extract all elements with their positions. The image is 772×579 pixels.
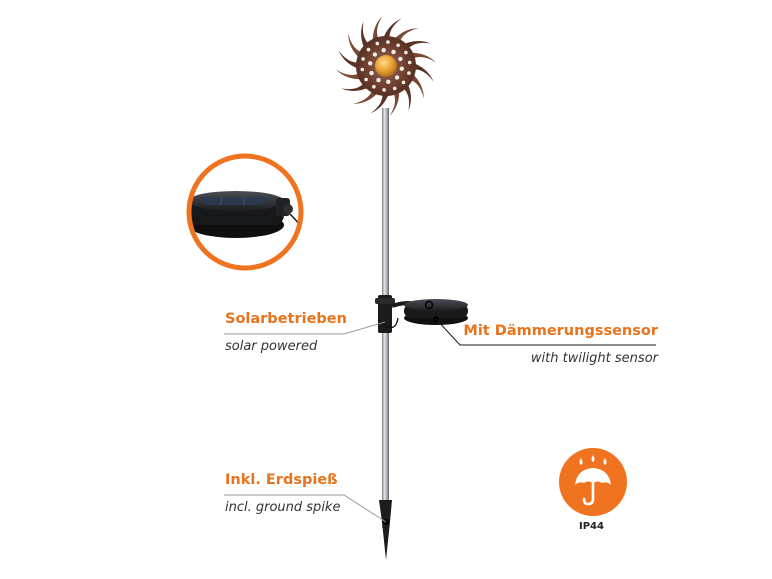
- sun-ray: [382, 18, 402, 41]
- solar-powered-title: Solarbetrieben: [225, 311, 347, 327]
- sun-ray: [361, 21, 371, 51]
- sun-ray: [336, 69, 364, 80]
- sun-hole: [399, 66, 404, 71]
- spike-leader-line: [224, 494, 387, 523]
- umbrella-rain-icon: [575, 455, 611, 506]
- sun-hole: [407, 71, 411, 75]
- sun-ray: [341, 81, 371, 91]
- sun-ray: [370, 91, 390, 114]
- sun-hole: [386, 79, 391, 84]
- sun-hole: [372, 52, 378, 57]
- clamp-ring: [375, 298, 395, 304]
- sun-ray: [372, 16, 383, 44]
- sun-hole: [401, 80, 406, 85]
- sun-hole: [369, 70, 374, 76]
- sun-decoration-icon: [336, 16, 436, 116]
- cable: [377, 317, 399, 329]
- amber-bulb-icon: [375, 55, 397, 77]
- solar-panel-icon: [404, 299, 468, 325]
- sensor-leader-line: [435, 318, 656, 346]
- sun-hole: [396, 43, 400, 48]
- ip-rating-label: IP44: [579, 521, 604, 532]
- zoom-detail: [186, 153, 304, 271]
- twilight-sensor-subtitle: with twilight sensor: [530, 351, 658, 366]
- sun-hole: [376, 77, 381, 83]
- sun-ray: [401, 41, 431, 51]
- sun-hole: [391, 49, 396, 55]
- sun-hole: [404, 50, 408, 55]
- ip-badge: [559, 448, 627, 516]
- ground-spike-title: Inkl. Erdspieß: [225, 472, 338, 488]
- sun-ray: [338, 50, 361, 70]
- ground-spike: [379, 500, 392, 560]
- sun-hole: [386, 40, 390, 44]
- sun-hole: [375, 41, 380, 46]
- sun-ray: [411, 62, 434, 82]
- sun-ray: [408, 52, 436, 63]
- sun-hole: [392, 86, 397, 91]
- zoom-ring: [186, 153, 304, 271]
- solar-leader-line: [224, 321, 386, 335]
- sun-hole: [364, 77, 368, 82]
- sensor-marker-dot: [424, 300, 434, 310]
- sun-hole: [398, 56, 403, 62]
- sun-hole: [407, 60, 412, 65]
- ground-spike-subtitle: incl. ground spike: [225, 500, 341, 515]
- sun-perforation: [360, 40, 412, 92]
- sun-hole: [382, 88, 386, 92]
- sun-hole: [381, 48, 386, 53]
- solar-powered-subtitle: solar powered: [225, 339, 318, 354]
- sun-hole: [360, 67, 365, 72]
- sun-hole: [368, 61, 373, 66]
- twilight-sensor-title: Mit Dämmerungssensor: [463, 323, 658, 339]
- sun-hole: [394, 75, 400, 80]
- sun-hole: [361, 57, 365, 61]
- sun-ray: [401, 81, 411, 111]
- sun-ray: [389, 88, 400, 116]
- sun-hole: [366, 47, 371, 52]
- sun-hole: [372, 84, 376, 89]
